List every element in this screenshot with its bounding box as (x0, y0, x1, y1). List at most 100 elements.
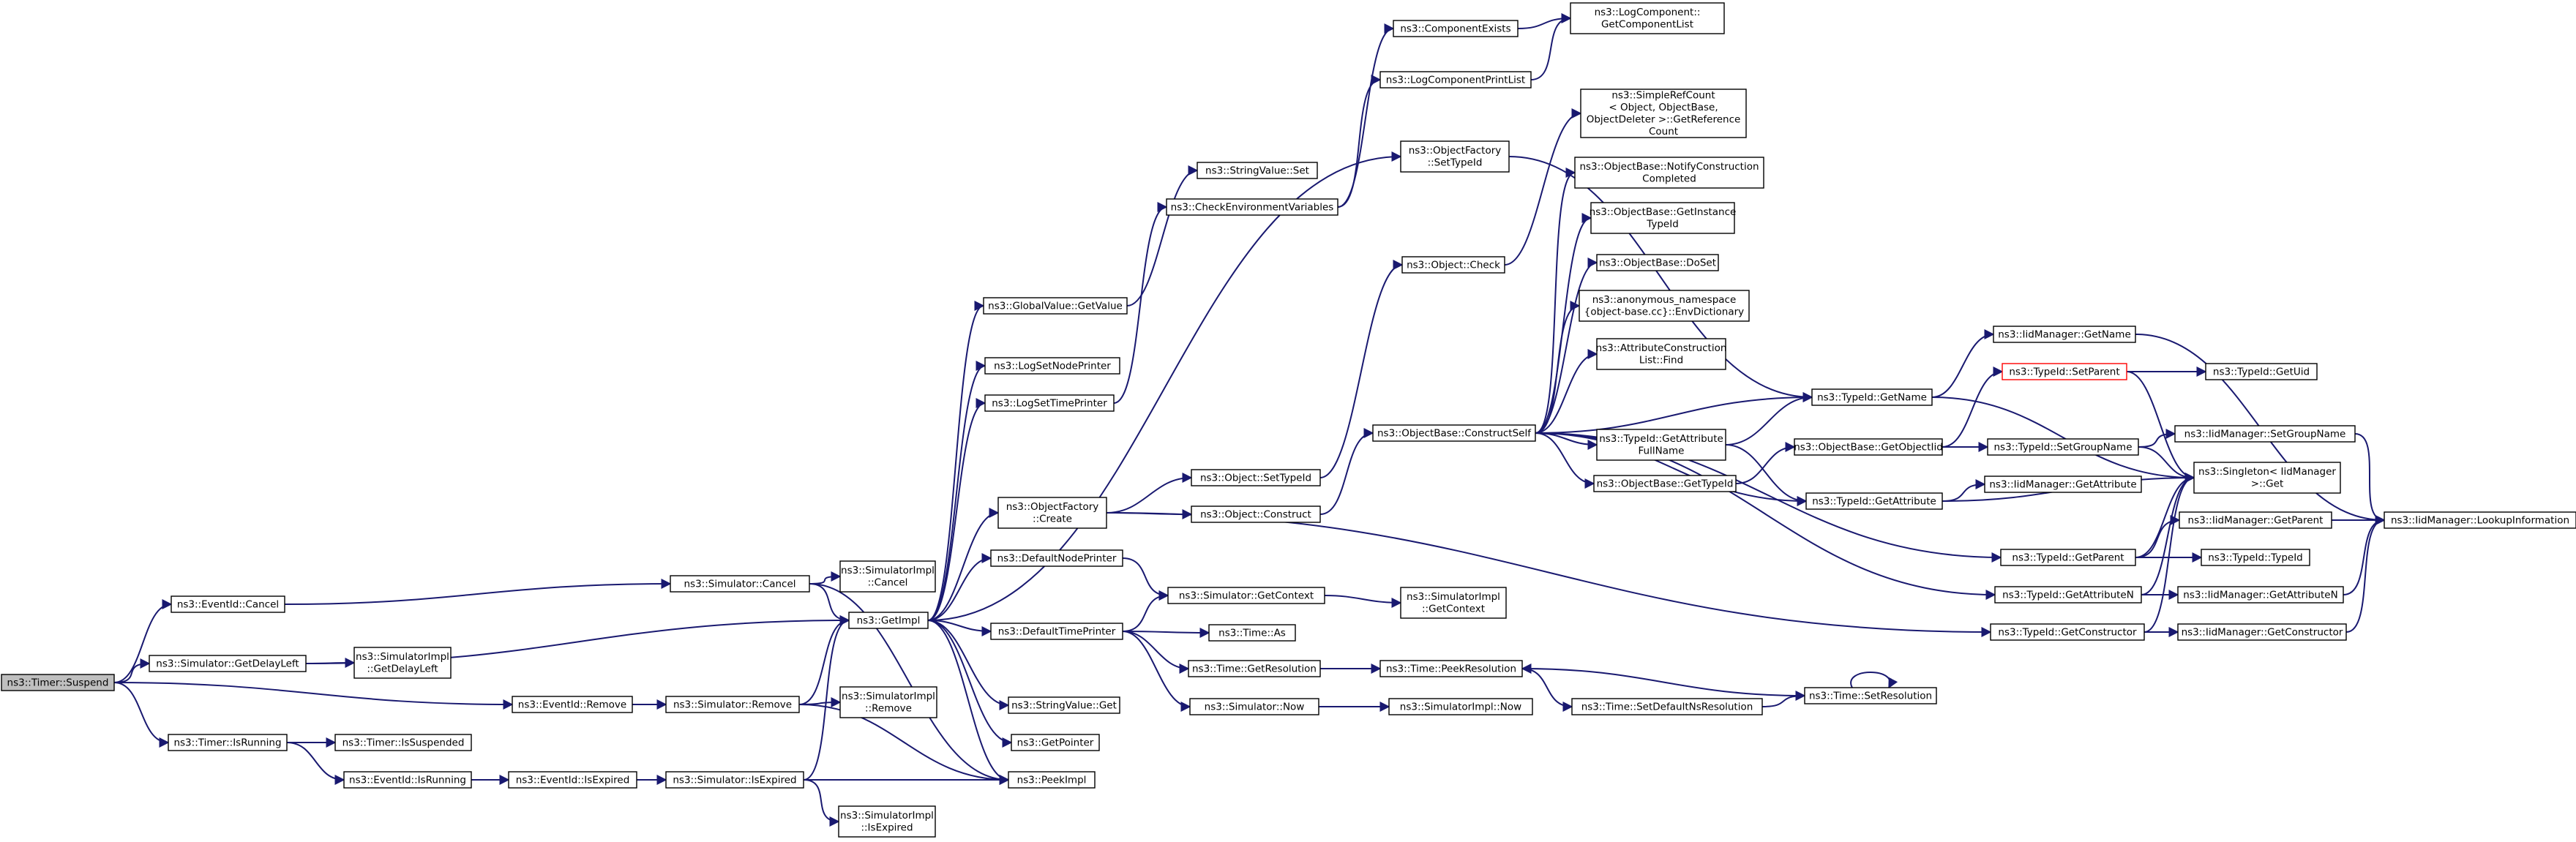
node-singleton-iidmanager-get[interactable]: ns3::Singleton< IidManager>::Get (2193, 462, 2341, 494)
node-box (1188, 660, 1321, 677)
node-label: List::Find (1639, 355, 1683, 367)
node-sim-getcontext[interactable]: ns3::Simulator::GetContext (1167, 587, 1325, 604)
node-typeid-setgroupname[interactable]: ns3::TypeId::SetGroupName (1987, 438, 2139, 456)
node-label: ns3::Singleton< IidManager (2198, 466, 2336, 478)
node-objectbase-doset[interactable]: ns3::ObjectBase::DoSet (1596, 254, 1719, 271)
node-typeid-getparent[interactable]: ns3::TypeId::GetParent (2000, 549, 2136, 566)
node-iidmanager-getconstructor[interactable]: ns3::IidManager::GetConstructor (2177, 623, 2347, 641)
node-simimpl-getcontext[interactable]: ns3::SimulatorImpl::GetContext (1400, 587, 1507, 619)
node-simimpl-remove[interactable]: ns3::SimulatorImpl::Remove (839, 686, 937, 718)
node-typeid-getattributen[interactable]: ns3::TypeId::GetAttributeN (1994, 586, 2142, 604)
node-box (1008, 771, 1096, 789)
node-getpointer[interactable]: ns3::GetPointer (1011, 734, 1100, 751)
node-typeid-getattribute[interactable]: ns3::TypeId::GetAttribute (1805, 492, 1943, 510)
call-edge-sim_cancel-to-peekimpl (809, 583, 1010, 785)
call-edge-sim_cancel-to-simimpl_cancel (809, 571, 842, 584)
node-object-settypeid[interactable]: ns3::Object::SetTypeId (1191, 469, 1321, 486)
node-objectbase-gettypeid[interactable]: ns3::ObjectBase::GetTypeId (1593, 475, 1737, 492)
node-label: ns3::GetPointer (1017, 737, 1094, 748)
node-box (2384, 511, 2576, 529)
node-box (1197, 162, 1318, 179)
node-logcomponentprintlist[interactable]: ns3::LogComponentPrintList (1379, 71, 1532, 89)
node-label: ns3::TypeId::GetConstructor (1998, 626, 2137, 638)
node-box (1590, 202, 1735, 234)
node-eventid-isrunning[interactable]: ns3::EventId::IsRunning (343, 771, 472, 789)
node-typeid-typeid[interactable]: ns3::TypeId::TypeId (2201, 549, 2310, 566)
node-label: ns3::LogComponentPrintList (1386, 74, 1525, 86)
call-edge-getimpl-to-globalvalue_getvalue (927, 301, 985, 621)
node-typeid-getname[interactable]: ns3::TypeId::GetName (1811, 388, 1933, 406)
node-sim-remove[interactable]: ns3::Simulator::Remove (665, 696, 800, 713)
node-object-check[interactable]: ns3::Object::Check (1401, 256, 1505, 274)
node-simimpl-isexpired[interactable]: ns3::SimulatorImpl::IsExpired (838, 805, 936, 838)
call-edge-time_setresolution-to-time_peekresolution (1521, 664, 1805, 696)
node-box (1388, 698, 1533, 715)
node-objectbase-getobjectiid[interactable]: ns3::ObjectBase::GetObjectIid (1794, 438, 1943, 456)
node-eventid-cancel[interactable]: ns3::EventId::Cancel (171, 595, 285, 613)
node-defaultnodeprinter[interactable]: ns3::DefaultNodePrinter (990, 549, 1123, 567)
node-componentexists[interactable]: ns3::ComponentExists (1393, 20, 1519, 37)
node-box (1596, 254, 1719, 271)
node-stringvalue-set[interactable]: ns3::StringValue::Set (1197, 162, 1318, 179)
node-sim-cancel[interactable]: ns3::Simulator::Cancel (670, 575, 810, 593)
node-eventid-isexpired[interactable]: ns3::EventId::IsExpired (508, 771, 637, 789)
node-time-setdefaultnsresolution[interactable]: ns3::Time::SetDefaultNsResolution (1571, 698, 1763, 715)
node-timer-suspend[interactable]: ns3::Timer::Suspend (1, 674, 115, 691)
node-peekimpl[interactable]: ns3::PeekImpl (1008, 771, 1096, 789)
node-objectfactory-settypeid[interactable]: ns3::ObjectFactory::SetTypeId (1400, 140, 1510, 173)
node-getimpl[interactable]: ns3::GetImpl (848, 612, 929, 629)
node-typeid-getconstructor[interactable]: ns3::TypeId::GetConstructor (1990, 623, 2145, 641)
node-iidmanager-lookupinformation[interactable]: ns3::IidManager::LookupInformation (2384, 511, 2576, 529)
node-timer-isrunning[interactable]: ns3::Timer::IsRunning (168, 734, 288, 751)
node-simimpl-cancel[interactable]: ns3::SimulatorImpl::Cancel (839, 560, 936, 593)
node-sim-now[interactable]: ns3::Simulator::Now (1189, 698, 1319, 715)
node-checkenvvars[interactable]: ns3::CheckEnvironmentVariables (1166, 198, 1338, 216)
node-box (1596, 429, 1726, 461)
node-defaulttimeprinter[interactable]: ns3::DefaultTimePrinter (990, 623, 1123, 640)
node-globalvalue-getvalue[interactable]: ns3::GlobalValue::GetValue (983, 297, 1128, 315)
node-timer-issuspended[interactable]: ns3::Timer::IsSuspended (334, 734, 472, 751)
node-iidmanager-setgroupname[interactable]: ns3::IidManager::SetGroupName (2174, 425, 2356, 443)
node-box (1805, 492, 1943, 510)
node-simimpl-getdelayleft[interactable]: ns3::SimulatorImpl::GetDelayLeft (353, 647, 452, 679)
node-time-getresolution[interactable]: ns3::Time::GetResolution (1188, 660, 1321, 677)
node-typeid-setparent[interactable]: ns3::TypeId::SetParent (2002, 363, 2127, 380)
node-objectbase-notifyconstructioncompleted[interactable]: ns3::ObjectBase::NotifyConstructionCompl… (1574, 157, 1764, 189)
node-sim-isexpired[interactable]: ns3::Simulator::IsExpired (665, 771, 804, 789)
node-eventid-remove[interactable]: ns3::EventId::Remove (512, 696, 633, 713)
node-logsetnodeprinter[interactable]: ns3::LogSetNodePrinter (984, 357, 1120, 375)
node-logcomponent-getcomponentlist[interactable]: ns3::LogComponent::GetComponentList (1570, 2, 1725, 34)
node-label: ns3::DefaultTimePrinter (998, 625, 1116, 637)
node-label: Count (1649, 126, 1678, 138)
node-label: ns3::EventId::IsRunning (349, 774, 466, 786)
node-logsettimeprinter[interactable]: ns3::LogSetTimePrinter (984, 394, 1115, 412)
node-simplerefcount-getreferencecount[interactable]: ns3::SimpleRefCount< Object, ObjectBase,… (1580, 89, 1747, 138)
node-sim-getdelayleft[interactable]: ns3::Simulator::GetDelayLeft (149, 655, 307, 672)
node-anon-envdictionary[interactable]: ns3::anonymous_namespace{object-base.cc}… (1579, 290, 1750, 322)
node-time-peekresolution[interactable]: ns3::Time::PeekResolution (1379, 660, 1523, 677)
node-time-as[interactable]: ns3::Time::As (1208, 624, 1296, 642)
node-stringvalue-get[interactable]: ns3::StringValue::Get (1008, 696, 1120, 714)
node-objectfactory-create[interactable]: ns3::ObjectFactory::Create (997, 497, 1107, 529)
node-iidmanager-getname[interactable]: ns3::IidManager::GetName (1993, 326, 2136, 343)
node-time-setresolution[interactable]: ns3::Time::SetResolution (1804, 687, 1937, 704)
node-box (171, 595, 285, 613)
node-iidmanager-getparent[interactable]: ns3::IidManager::GetParent (2179, 511, 2332, 529)
node-typeid-getuid[interactable]: ns3::TypeId::GetUid (2205, 363, 2318, 380)
call-edge-objectbase_constructself-to-objectbase_gettypeid (1535, 432, 1595, 489)
node-label: ns3::anonymous_namespace (1592, 294, 1737, 306)
node-label: ns3::Simulator::Remove (673, 699, 792, 710)
node-label: ns3::IidManager::GetConstructor (2182, 626, 2343, 638)
node-objectbase-constructself[interactable]: ns3::ObjectBase::ConstructSelf (1372, 424, 1536, 442)
node-label: ns3::ObjectFactory (1409, 145, 1502, 157)
call-edge-objectbase_constructself-to-attributeconstructionlist_find (1535, 349, 1598, 434)
node-iidmanager-getattributen[interactable]: ns3::IidManager::GetAttributeN (2177, 586, 2344, 604)
node-simimpl-now[interactable]: ns3::SimulatorImpl::Now (1388, 698, 1533, 715)
node-object-construct[interactable]: ns3::Object::Construct (1191, 505, 1321, 523)
call-edge-defaulttimeprinter-to-time_getresolution (1122, 631, 1190, 674)
node-label: ns3::IidManager::GetAttributeN (2183, 589, 2337, 601)
node-iidmanager-getattribute[interactable]: ns3::IidManager::GetAttribute (1984, 475, 2142, 493)
